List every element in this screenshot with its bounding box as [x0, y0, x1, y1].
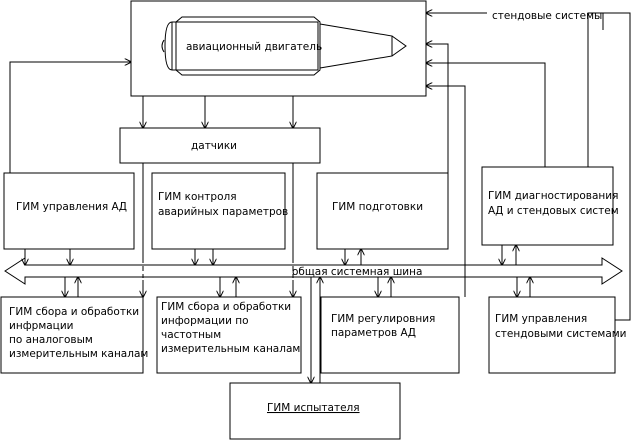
module-control-box [3, 172, 135, 250]
sensor-signal-lines [143, 163, 293, 297]
module-diag-label: ГИМ диагностирования АД и стендовых сист… [488, 190, 622, 217]
module-bench-ctrl-box [488, 296, 616, 374]
sensors-box [119, 127, 321, 164]
tester-bus-connectors [311, 277, 320, 383]
module-emergency-box [151, 172, 286, 250]
sensors-label: датчики [191, 140, 237, 152]
prep-to-engine-arrow [426, 44, 449, 197]
bench-ctrl-to-bench-line [603, 12, 631, 321]
module-bench-ctrl-label: ГИМ управления стендовыми системами [495, 313, 627, 340]
diag-to-bench-line [587, 12, 603, 167]
diag-to-engine-arrow [426, 63, 546, 167]
bottom-bus-connectors [65, 277, 530, 297]
bus-label: общая системная шина [292, 266, 422, 278]
control-to-engine-arrow [9, 62, 131, 173]
module-analog-label: ГИМ сбора и обработки инфрмации по анало… [9, 306, 148, 360]
module-reg-box [320, 296, 460, 374]
module-control-label: ГИМ управления АД [16, 201, 127, 213]
bench-systems-label: стендовые системы [492, 10, 602, 22]
module-emergency-label: ГИМ контроля аварийных параметров [158, 191, 288, 218]
top-bus-connectors [25, 245, 516, 265]
engine-label: авиационный двигатель [186, 41, 322, 53]
module-reg-label: ГИМ регулировния параметров АД [331, 313, 439, 339]
module-freq-box [156, 296, 302, 374]
module-prep-label: ГИМ подготовки [332, 201, 423, 213]
reg-to-engine-arrow [426, 86, 466, 297]
module-tester-label: ГИМ испытателя [267, 402, 360, 414]
module-analog-box [0, 296, 144, 374]
engine-drawing [161, 16, 407, 76]
module-diag-box [481, 166, 614, 246]
module-prep-box [316, 172, 449, 250]
module-freq-label: ГИМ сбора и обработки информации по част… [161, 301, 300, 355]
module-tester-box [229, 382, 401, 440]
